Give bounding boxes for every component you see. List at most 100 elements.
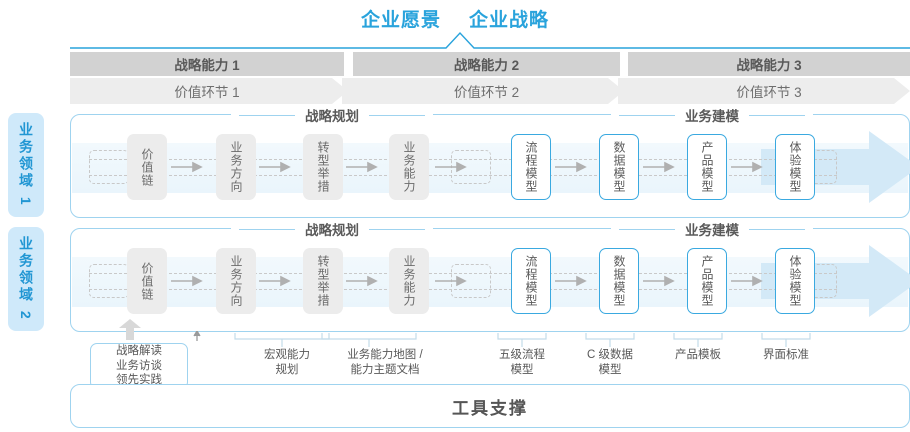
arrow-icon [555, 161, 587, 173]
support-panel: 工具支撑 [70, 384, 910, 428]
flow-dashline-2 [89, 273, 837, 274]
section-title-text: 业务建模 [685, 109, 739, 124]
section-rule-left [619, 228, 675, 230]
node-business-direction-1[interactable]: 业务方向 [216, 134, 256, 200]
section-rule-right [369, 114, 425, 116]
placeholder-start-1 [89, 150, 129, 184]
capability-cell-1[interactable]: 战略能力 1 [70, 52, 344, 76]
section-rule-left [239, 114, 295, 116]
node-business-direction-2[interactable]: 业务方向 [216, 248, 256, 314]
node-product-model-2[interactable]: 产品模型 [687, 248, 727, 314]
node-label: 体验模型 [788, 255, 802, 307]
arrow-icon [346, 161, 378, 173]
tool-box-strategy[interactable]: 战略解读 业务访谈 领先实践 [90, 343, 188, 389]
section-rule-left [619, 114, 675, 116]
node-product-model-1[interactable]: 产品模型 [687, 134, 727, 200]
section-title-modeling-2: 业务建模 [611, 219, 813, 239]
vision-connector-line [70, 31, 910, 49]
arrow-icon [643, 275, 675, 287]
value-chain-label-2[interactable]: 价值环节 2 [453, 85, 520, 100]
capability-cell-3[interactable]: 战略能力 3 [628, 52, 910, 76]
node-business-capability-1[interactable]: 业务能力 [389, 134, 429, 200]
node-label: 产品模型 [700, 141, 714, 193]
node-label: 数据模型 [612, 141, 626, 193]
capability-header-row: 战略能力 1 战略能力 2 战略能力 3 [70, 52, 910, 76]
node-label: 业务方向 [229, 255, 243, 307]
enterprise-strategy-title: 企业战略 [469, 10, 550, 31]
arrow-icon [555, 275, 587, 287]
section-title-planning-1: 战略规划 [231, 105, 433, 125]
flow-dashline-2b [89, 289, 837, 290]
support-title: 工具支撑 [452, 398, 528, 418]
node-transformation-1[interactable]: 转型举措 [303, 134, 343, 200]
section-title-modeling-1: 业务建模 [611, 105, 813, 125]
value-chain-row: 价值环节 1 价值环节 2 价值环节 3 [70, 78, 910, 104]
node-label: 价值链 [140, 147, 154, 187]
node-label: 数据模型 [612, 255, 626, 307]
top-titles: 企业愿景 企业战略 [0, 5, 910, 32]
node-label: 业务能力 [402, 141, 416, 193]
node-experience-model-2[interactable]: 体验模型 [775, 248, 815, 314]
node-label: 体验模型 [788, 141, 802, 193]
side-label-domain-1[interactable]: 业务领域 1 [8, 113, 44, 217]
tool-label-product-template: 产品模板 [675, 349, 721, 361]
node-label: 流程模型 [524, 255, 538, 307]
node-value-chain-2[interactable]: 价值链 [127, 248, 167, 314]
capability-cell-2[interactable]: 战略能力 2 [353, 52, 620, 76]
node-process-model-1[interactable]: 流程模型 [511, 134, 551, 200]
value-chain-chevrons [70, 78, 910, 104]
placeholder-start-2 [89, 264, 129, 298]
section-rule-right [749, 228, 805, 230]
arrow-icon [346, 275, 378, 287]
up-arrow-icon [119, 319, 141, 340]
domain-panel-1: 战略规划 业务建模 价值链 业务方向 转型举措 业务能力 流程模型 数据模型 [70, 105, 910, 218]
tool-label-macro-capability: 宏观能力 规划 [264, 349, 310, 376]
arrow-icon [435, 275, 467, 287]
flow-dashline-1b [89, 175, 837, 176]
arrow-icon [171, 275, 203, 287]
value-chain-label-3[interactable]: 价值环节 3 [736, 85, 802, 100]
arrow-icon [171, 161, 203, 173]
node-value-chain-1[interactable]: 价值链 [127, 134, 167, 200]
section-title-planning-2: 战略规划 [231, 219, 433, 239]
node-transformation-2[interactable]: 转型举措 [303, 248, 343, 314]
section-title-text: 业务建模 [685, 223, 739, 238]
value-chain-label-1[interactable]: 价值环节 1 [174, 85, 240, 100]
section-rule-right [749, 114, 805, 116]
tool-label-capability-map: 业务能力地图 / 能力主题文档 [347, 349, 423, 376]
arrow-icon [259, 161, 291, 173]
node-label: 价值链 [140, 261, 154, 301]
node-experience-model-1[interactable]: 体验模型 [775, 134, 815, 200]
node-label: 转型举措 [316, 255, 330, 307]
node-data-model-1[interactable]: 数据模型 [599, 134, 639, 200]
tool-box-line-1: 战略解读 [116, 345, 162, 358]
tool-label-data-model: C 级数据 模型 [587, 349, 633, 376]
node-label: 业务能力 [402, 255, 416, 307]
node-business-capability-2[interactable]: 业务能力 [389, 248, 429, 314]
domain-panel-2: 战略规划 业务建模 价值链 业务方向 转型举措 业务能力 流程模型 数据模型 产… [70, 219, 910, 332]
tool-box-line-2: 业务访谈 [116, 359, 162, 372]
section-title-text: 战略规划 [305, 223, 359, 238]
arrow-icon [731, 161, 763, 173]
arrow-icon [435, 161, 467, 173]
tool-label-process-model: 五级流程 模型 [499, 349, 545, 376]
node-process-model-2[interactable]: 流程模型 [511, 248, 551, 314]
node-label: 转型举措 [316, 141, 330, 193]
section-rule-right [369, 228, 425, 230]
arrow-icon [259, 275, 291, 287]
flow-dashline-1 [89, 159, 837, 160]
side-label-text-2: 业务领域 2 [18, 236, 34, 322]
node-label: 产品模型 [700, 255, 714, 307]
section-rule-left [239, 228, 295, 230]
arrow-icon [731, 275, 763, 287]
tool-box-line-3: 领先实践 [116, 374, 162, 387]
section-title-text: 战略规划 [305, 109, 359, 124]
node-data-model-2[interactable]: 数据模型 [599, 248, 639, 314]
side-label-domain-2[interactable]: 业务领域 2 [8, 227, 44, 331]
node-label: 业务方向 [229, 141, 243, 193]
tool-label-ui-standard: 界面标准 [763, 349, 809, 361]
enterprise-vision-title: 企业愿景 [360, 10, 441, 31]
tool-bracket-connectors [193, 331, 811, 347]
arrow-icon [643, 161, 675, 173]
